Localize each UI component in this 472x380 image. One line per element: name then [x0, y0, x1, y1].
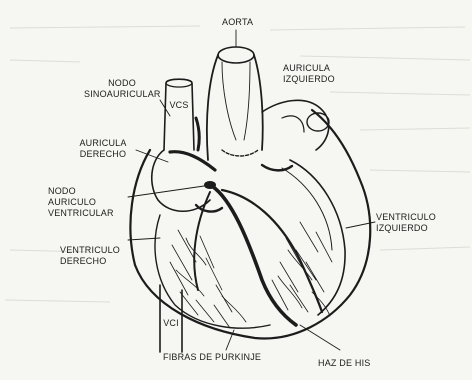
aorta-inner	[222, 62, 250, 140]
label-vci: VCI	[159, 318, 183, 329]
label-nodo-sinoauricular: NODO SINOAURICULAR	[84, 78, 160, 100]
superior-vena-cava	[164, 79, 194, 150]
sinoatrial-node	[196, 118, 199, 150]
label-aorta: AORTA	[222, 17, 253, 28]
left-ventricle-wall-inner	[282, 168, 332, 250]
svc-opening	[166, 79, 192, 87]
aorta	[207, 55, 263, 160]
tricuspid-valve	[196, 205, 222, 212]
label-haz-de-his: HAZ DE HIS	[318, 358, 371, 369]
label-auricula-derecho: AURICULA DERECHO	[70, 138, 136, 160]
left-atrium-wall	[282, 116, 304, 132]
mitral-valve	[262, 165, 292, 170]
bundle-of-his	[212, 186, 296, 325]
label-nodo-auriculo-ventricular: NODO AURICULO VENTRICULAR	[48, 186, 114, 219]
leader-lines	[128, 30, 375, 350]
left-atrium	[262, 100, 329, 150]
label-fibras-de-purkinje: FIBRAS DE PURKINJE	[163, 352, 261, 363]
label-ventriculo-derecho: VENTRICULO DERECHO	[60, 245, 120, 267]
heart-outline	[130, 110, 370, 338]
his-left-branch	[222, 190, 322, 312]
purkinje-fibres-left	[272, 222, 332, 316]
aorta-opening	[218, 47, 254, 63]
label-ventriculo-izquierdo: VENTRICULO IZQUIERDO	[376, 212, 436, 234]
label-vcs: VCS	[167, 100, 191, 111]
aortic-valve	[222, 150, 258, 156]
label-auricula-izquierdo: AURICULA IZQUIERDO	[283, 63, 335, 85]
